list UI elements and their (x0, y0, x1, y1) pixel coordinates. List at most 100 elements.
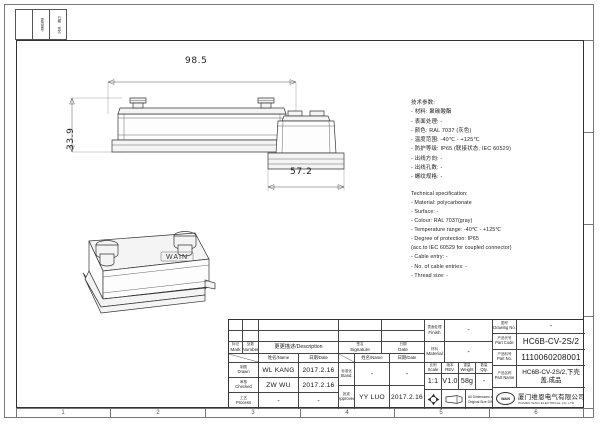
spec-zh-line-2: - 颜色: RAL 7037 (灰色) (411, 127, 472, 134)
dimension-note-line2: Original Size DIN A 4 (468, 399, 493, 404)
weight-value: 58g (459, 374, 476, 390)
finish-label-zh: 表面处理 (427, 325, 442, 330)
rev-value-text: V1.0 (442, 378, 458, 385)
part-no-label-zh: 产品料号 (497, 352, 512, 357)
row-date-stand-text: - (405, 370, 409, 378)
spec-en-line-8: - Thread size: - (411, 272, 449, 279)
row-role-drawn-zh: 制图 (240, 364, 247, 369)
zone-label-3: 3 (251, 410, 255, 416)
part-no-label: 产品料号 Part No. (493, 350, 517, 366)
company-logo-text: WAIN (501, 396, 510, 401)
dimension-note: All Dimensions in mm Original Size DIN A… (466, 390, 493, 409)
stamp-cell-2: 更改单号 (33, 10, 50, 39)
row-role-stand: 标准化 Stand. (339, 363, 355, 386)
row-role-drawn-en: Drawn (237, 368, 250, 374)
row-role-drawn: 制图 Drawn (229, 363, 259, 378)
row-role-process-en: Process (235, 399, 252, 405)
company-name-zh: 厦门维恩电气有限公司 (518, 394, 585, 401)
qty-value-text: - (482, 378, 486, 385)
finish-value-text: - (467, 327, 470, 334)
row-name-process-text: - (277, 397, 280, 405)
material-value-text: - (467, 348, 470, 356)
row-name-drawn: WL KANG (259, 363, 299, 378)
row-name-stand-text: - (370, 370, 374, 378)
row-name-process: - (259, 393, 299, 409)
spec-en-line-1: - Surface: - (411, 208, 439, 215)
stamp-cell-3-text: 日期 签名 (56, 15, 61, 34)
header-signature: 签名 Signature (339, 342, 382, 354)
row-name-approved-text: YY LUO (359, 394, 385, 401)
material-label: 材料 Material (425, 342, 445, 363)
row-role-stand-zh: 标准化 (341, 368, 352, 373)
rev-label-zh: 版本 (446, 363, 454, 367)
spec-zh-line-0: - 材料: 聚碳酸酯 (411, 109, 452, 116)
sheet-outer-border (4, 4, 594, 418)
isometric-view: WAIN (45, 225, 220, 330)
part-no-value: 1110060208001 (517, 350, 585, 366)
spec-zh-title: 技术参数: (411, 100, 436, 106)
zone-tick-b5 (489, 408, 490, 418)
subheader-role-left (229, 354, 259, 363)
part-code-label-zh: 产品代号 (497, 336, 512, 341)
scale-value: 1:1 (425, 374, 442, 390)
finish-value: - (445, 320, 493, 342)
part-name-label-zh: 产品名称 (497, 371, 512, 376)
subheader-name-1-text: 姓名/Name (267, 354, 290, 360)
zone-label-4: 4 (345, 410, 349, 416)
weight-value-text: 58g (460, 378, 474, 385)
stamp-cell-2-text: 更改单号 (39, 17, 44, 32)
spec-zh-line-3: - 温度范围: -40℃ - +125℃ (411, 137, 480, 144)
spec-zh-line-1: - 表面处理: - (411, 118, 443, 125)
row-name-checked-text: ZW WU (266, 381, 291, 389)
material-label-zh: 材料 (431, 346, 438, 351)
header-description-text: 更更描述/Description (274, 343, 323, 350)
subheader-date-2: 日期/Date (390, 354, 425, 363)
spec-en-line-4: - Degree of protection: IP65 (411, 236, 479, 243)
weight-label-zh: 重量 (463, 363, 471, 367)
header-number-en: Number (243, 346, 259, 352)
spec-en-line-2: - Colour: RAL 7037(gray) (411, 218, 473, 224)
company-name-en: XIAMEN WAIN ELECTRICAL CO.,LTD (518, 401, 575, 405)
part-no-value-text: 1110060208001 (521, 353, 581, 362)
company-logo-icon: WAIN (496, 392, 515, 405)
spec-en-line-0: - Material: polycarbonate (411, 199, 472, 206)
subheader-name-1: 姓名/Name (259, 354, 299, 363)
zone-tick-b1 (110, 408, 111, 418)
scale-label: 比例 Scale (425, 363, 442, 374)
spec-zh-line-6: - 出线孔数: - (411, 165, 443, 172)
front-elevation-view: 98.5 33.9 (66, 56, 310, 160)
header-signature-en: Signature (350, 346, 370, 352)
truncated-cone-icon (445, 395, 462, 404)
part-name-label-en: Part Name (494, 375, 515, 381)
weight-label: 重量 Weight (459, 363, 476, 374)
subheader-date-1-text: 日期/Date (309, 354, 328, 360)
drawing-no-label-en: Drawing No. (493, 325, 516, 331)
row-date-approved: 2017.2.16 (390, 386, 425, 409)
rev-desc-blank-2 (259, 331, 339, 342)
spec-zh-line-5: - 出线方向: - (411, 155, 443, 162)
rev-desc-blank-1 (259, 320, 339, 331)
rev-number-blank-1 (243, 320, 259, 331)
header-number: 处数 Number (243, 342, 259, 354)
spec-en-title: Technical specification: (411, 190, 468, 197)
row-role-approved-en: Approved (339, 396, 355, 402)
part-no-label-en: Part No. (496, 356, 513, 362)
row-name-approved: YY LUO (355, 386, 390, 409)
drawing-no-label-zh: 图号 (501, 321, 508, 326)
row-date-checked: 2017.2.16 (299, 378, 339, 393)
qty-label: 数量 Qty. (476, 363, 493, 374)
iso-brand-emboss-text: WAIN (166, 254, 188, 261)
zone-label-2: 2 (156, 410, 160, 416)
zone-tick-r4 (584, 408, 594, 409)
header-mark: 标记 Mark (229, 342, 243, 354)
rev-sign-blank-1 (339, 320, 382, 331)
dimension-note-line1: All Dimensions in mm (468, 395, 492, 400)
rev-sign-blank-2 (339, 331, 382, 342)
finish-label: 表面处理 Finish (425, 320, 445, 342)
zone-tick-r1 (584, 132, 594, 133)
title-block: 标记 Mark 处数 Number 更更描述/Description 签名 Si… (228, 319, 585, 409)
projection-cone-icon (442, 390, 466, 409)
row-date-checked-text: 2017.2.16 (302, 381, 335, 389)
scale-label-en: Scale (427, 366, 439, 372)
scale-value-text: 1:1 (427, 378, 439, 385)
